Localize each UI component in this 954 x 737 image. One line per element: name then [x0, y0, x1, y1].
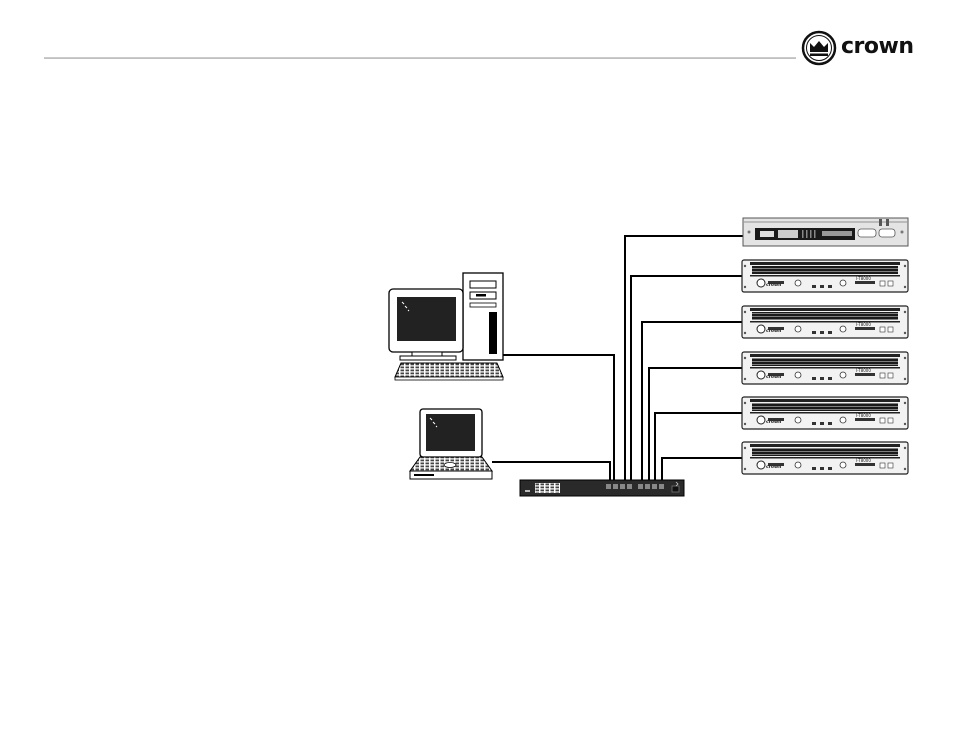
desktop-computer-icon	[389, 273, 503, 380]
laptop-computer-icon	[410, 409, 492, 479]
rack-power-amplifier-icon: crown I-T8000	[742, 306, 908, 338]
cable-amplifier-4	[655, 413, 743, 486]
amplifier-brand-label: crown	[766, 282, 781, 288]
amplifier-brand-label: crown	[766, 328, 781, 334]
cable-amplifier-3	[649, 368, 743, 486]
amplifier-brand-label: crown	[766, 464, 781, 470]
rack-power-amplifier-icon: crown I-T8000	[742, 442, 908, 474]
amplifier-model-label: I-T8000	[856, 458, 871, 463]
amplifier-model-label: I-T8000	[856, 368, 871, 373]
amplifier-model-label: I-T8000	[856, 413, 871, 418]
cable-amplifier-2	[642, 322, 743, 486]
cable-desktop	[502, 355, 614, 486]
network-cables	[492, 236, 743, 486]
amplifier-model-label: I-T8000	[856, 322, 871, 327]
amplifier-brand-label: crown	[766, 374, 781, 380]
rack-power-amplifier-icon: crown I-T8000	[742, 352, 908, 384]
amplifier-model-label: I-T8000	[856, 276, 871, 281]
amplifier-brand-label: crown	[766, 419, 781, 425]
amplifier-rack: crownI-T8000crownI-T8000crownI-T8000crow…	[742, 260, 908, 474]
cable-amplifier-1	[631, 276, 743, 486]
rack-power-amplifier-icon: crown I-T8000	[742, 260, 908, 292]
network-switch-icon	[520, 480, 684, 496]
rack-signal-processor-icon	[743, 218, 908, 246]
rack-power-amplifier-icon: crown I-T8000	[742, 397, 908, 429]
